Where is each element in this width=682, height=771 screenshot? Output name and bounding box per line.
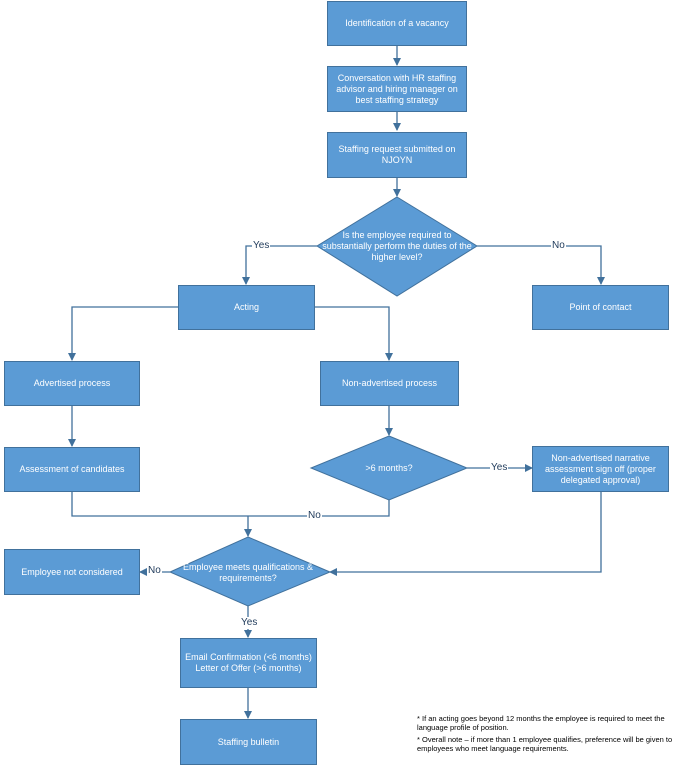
yes-label-six-months: Yes [490,462,509,474]
point-of-contact-box: Point of contact [532,285,669,330]
connector-decision-yes-to-acting [242,245,317,285]
no-label-duties: No [551,240,566,252]
connector-assessment-to-merge [71,492,248,517]
decision-qualifications-shape [168,536,332,607]
identification-of-vacancy-box: Identification of a vacancy [327,1,467,46]
acting-box: Acting [178,285,315,330]
connector-acting-to-advertised [68,306,178,361]
no-label-six-months: No [307,510,322,522]
decision-qualifications-label: Employee meets qualifications & requirem… [182,562,314,583]
staffing-bulletin-box: Staffing bulletin [180,719,317,765]
non-advertised-process-box: Non-advertised process [320,361,459,406]
footnote-overall-preference: * Overall note – if more than 1 employee… [417,735,673,753]
yes-label-qualifications: Yes [240,617,259,629]
no-label-qualifications: No [147,565,162,577]
footnote-acting-language: * If an acting goes beyond 12 months the… [417,714,665,732]
advertised-process-box: Advertised process [4,361,140,406]
staffing-request-box: Staffing request submitted on NJOYN [327,132,467,178]
decision-duties-shape [316,196,478,297]
yes-label-duties: Yes [252,240,271,252]
connector-acting-to-non-advertised [315,306,393,361]
decision-six-months-shape [309,435,469,501]
employee-not-considered-box: Employee not considered [4,549,140,595]
decision-duties-label: Is the employee required to substantiall… [322,229,472,262]
connector-narrative-to-qualifications [329,492,602,576]
narrative-signoff-box: Non-advertised narrative assessment sign… [532,446,669,492]
email-confirmation-box: Email Confirmation (<6 months) Letter of… [180,638,317,688]
connector-six-months-no-to-merge [248,500,390,517]
conversation-hr-advisor-box: Conversation with HR staffing advisor an… [327,66,467,112]
decision-six-months-label: >6 months? [365,462,413,473]
footnotes: * If an acting goes beyond 12 months the… [417,714,679,756]
connector-decision-no-to-contact [477,245,605,285]
assessment-of-candidates-box: Assessment of candidates [4,447,140,492]
